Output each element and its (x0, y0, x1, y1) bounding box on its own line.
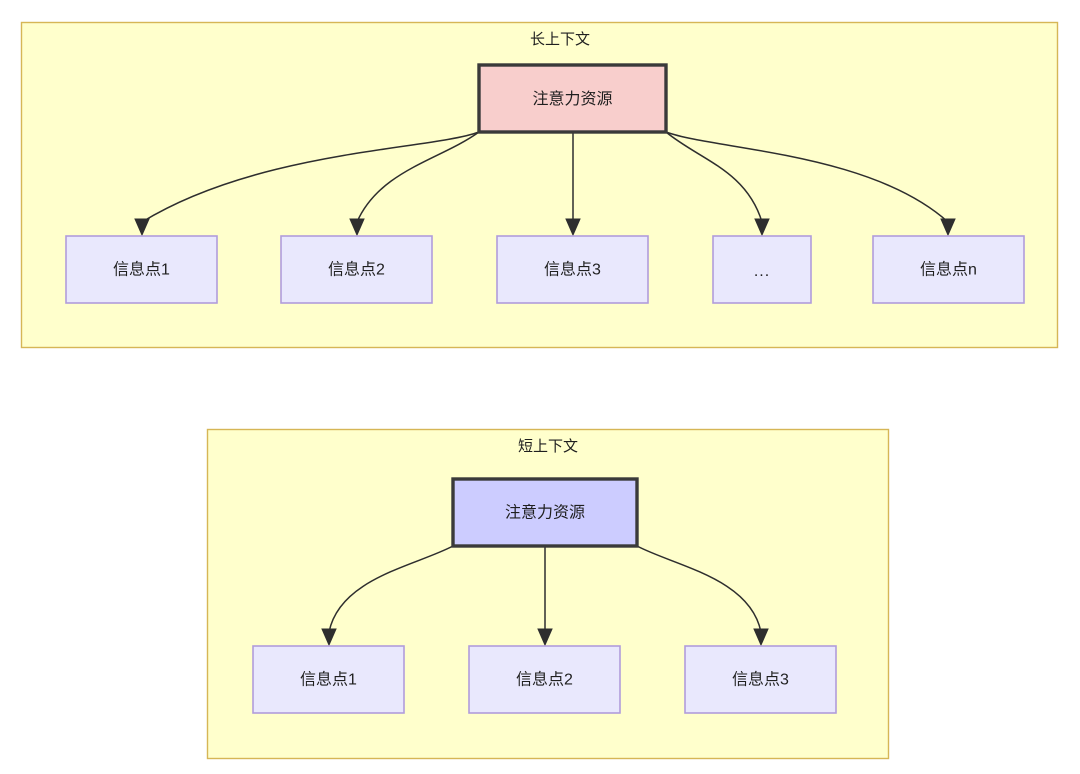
node-leaf-long-1[interactable]: 信息点1 (65, 235, 218, 304)
arrowhead-group-short-context (321, 628, 769, 647)
node-leaf-long-ellipsis[interactable]: ... (712, 235, 812, 304)
arrowhead-group-long-context (134, 218, 956, 237)
node-root-short-context-rect[interactable] (451, 477, 639, 548)
arrowhead-leaf-3 (565, 218, 581, 237)
node-leaf-long-2[interactable]: 信息点2 (280, 235, 433, 304)
node-leaf-short-3-label: 信息点3 (732, 671, 789, 689)
section-long-context: 长上下文 注意力资源 (20, 21, 1059, 349)
arrowhead-leaf-short-1 (321, 628, 337, 647)
node-leaf-long-3-label: 信息点3 (544, 261, 601, 279)
edge-group-long-context (141, 131, 949, 223)
arrowhead-leaf-1 (134, 218, 150, 237)
node-root-short-context-label: 注意力资源 (505, 503, 585, 522)
node-leaf-long-1-rect[interactable] (65, 235, 218, 304)
edge-root-to-leaf-2 (356, 131, 480, 223)
section-short-context: 短上下文 注意力资源 信息点1 (206, 428, 890, 760)
node-leaf-long-2-rect[interactable] (280, 235, 433, 304)
edge-root-to-leaf-4 (665, 131, 763, 223)
node-leaf-short-2-rect[interactable] (468, 645, 621, 714)
arrowhead-leaf-5 (940, 218, 956, 237)
node-leaf-short-3-rect[interactable] (684, 645, 837, 714)
node-leaf-short-1-label: 信息点1 (300, 671, 357, 689)
node-leaf-long-3[interactable]: 信息点3 (496, 235, 649, 304)
arrowhead-leaf-short-2 (537, 628, 553, 647)
node-leaf-short-1-rect[interactable] (252, 645, 405, 714)
arrowhead-leaf-short-3 (753, 628, 769, 647)
node-leaf-short-2[interactable]: 信息点2 (468, 645, 621, 714)
node-leaf-long-3-rect[interactable] (496, 235, 649, 304)
container-title-short-context: 短上下文 (518, 438, 578, 455)
node-leaf-long-n-label: 信息点n (920, 261, 977, 279)
node-root-long-context-label: 注意力资源 (532, 89, 612, 108)
node-root-long-context-rect[interactable] (477, 63, 668, 134)
node-leaf-short-3[interactable]: 信息点3 (684, 645, 837, 714)
edge-group-short-context (328, 545, 762, 633)
node-leaf-short-2-label: 信息点2 (516, 671, 573, 689)
edge-root-to-leaf-short-1 (328, 545, 454, 633)
edge-root-to-leaf-short-3 (636, 545, 762, 633)
node-leaf-long-ellipsis-rect[interactable] (712, 235, 812, 304)
arrowhead-leaf-2 (349, 218, 365, 237)
node-root-short-context[interactable]: 注意力资源 (451, 477, 639, 548)
arrowhead-leaf-4 (754, 218, 770, 237)
node-leaf-long-2-label: 信息点2 (328, 261, 385, 279)
container-title-long-context: 长上下文 (530, 31, 590, 48)
edge-root-to-leaf-5 (665, 131, 949, 223)
node-leaf-long-ellipsis-label: ... (754, 263, 770, 280)
node-leaf-long-n-rect[interactable] (872, 235, 1025, 304)
node-root-long-context[interactable]: 注意力资源 (477, 63, 668, 134)
node-leaf-short-1[interactable]: 信息点1 (252, 645, 405, 714)
edge-root-to-leaf-1 (141, 131, 480, 223)
node-leaf-long-n[interactable]: 信息点n (872, 235, 1025, 304)
node-leaf-long-1-label: 信息点1 (113, 261, 170, 279)
